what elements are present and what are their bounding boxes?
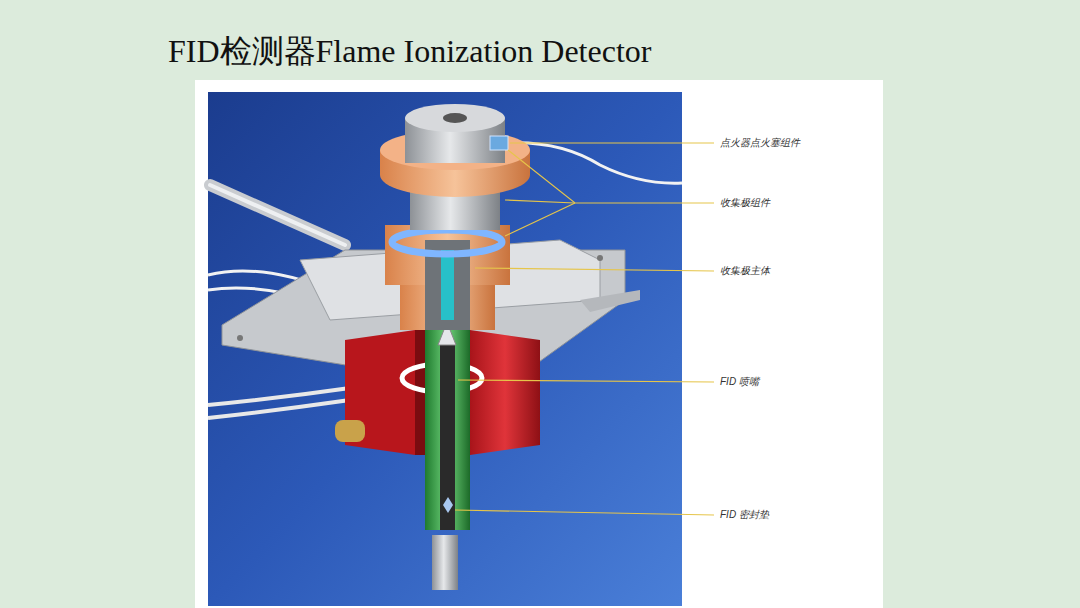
leader-line [455,510,714,515]
gray-tube [210,185,345,245]
leader-line [475,268,714,271]
jet-bore [440,345,455,530]
white-panel [195,80,883,608]
leader-line [458,380,714,382]
blue-ring [392,230,502,254]
part-label: 点火器点火塞组件 [720,136,800,150]
seal-gasket [443,497,453,513]
sensor-plug [335,420,365,442]
slide-title: FID检测器Flame Ionization Detector [168,30,651,74]
leader-line [510,142,714,143]
leader-lines [455,143,714,515]
leader-line [505,203,575,236]
braided-wire [208,400,350,418]
gray-tube-highlight [210,185,345,245]
leader-line [508,150,714,203]
collector-tube [441,250,454,320]
part-label: FID 密封垫 [720,508,769,522]
igniter-plug [490,136,508,150]
top-cap-face [405,104,505,132]
leader-line [505,200,575,203]
igniter-wire [505,143,682,184]
screw-hole [597,255,603,261]
mount-tab [580,290,640,312]
jet-column [425,315,470,530]
part-label: FID 喷嘴 [720,375,759,389]
part-label: 收集极组件 [720,196,770,210]
top-cap-hole [443,113,467,123]
part-label: 收集极主体 [720,264,770,278]
column-nut [432,535,458,590]
blue-backdrop [208,92,682,606]
screw-hole [237,335,243,341]
heater-block-front [470,330,540,455]
